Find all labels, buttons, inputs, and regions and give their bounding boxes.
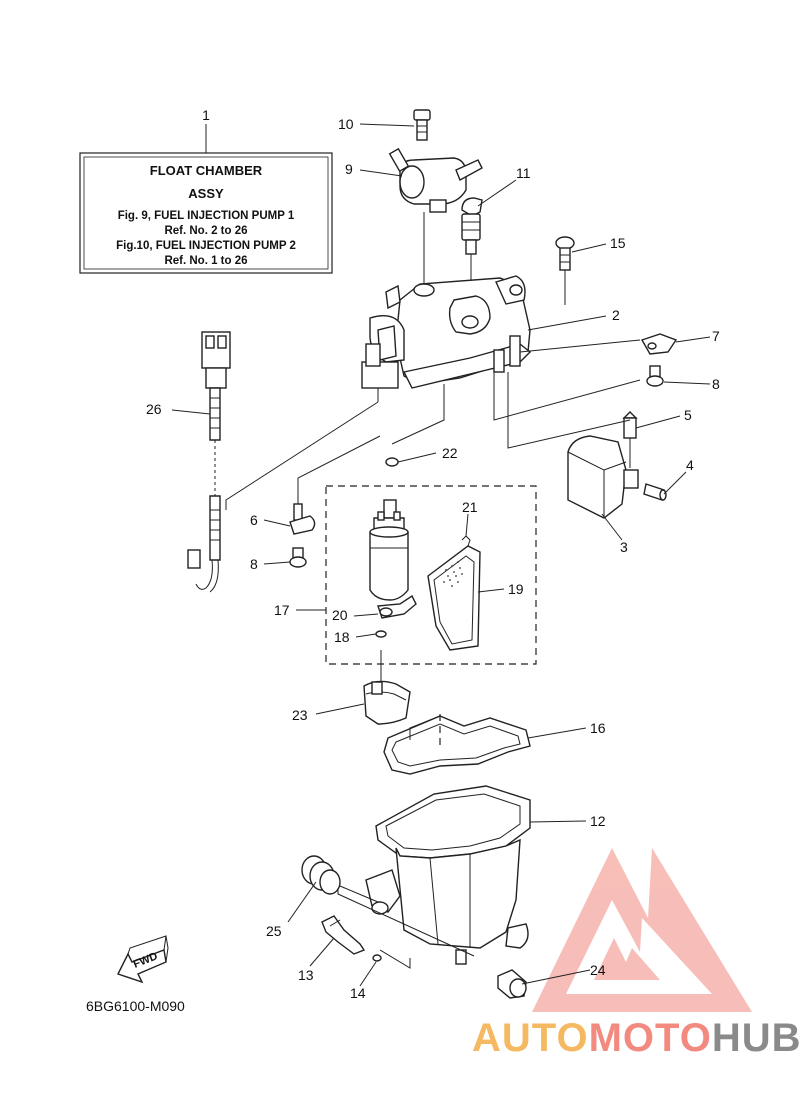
part-8-screw-upper [646,365,664,387]
part-20-clip [377,594,417,619]
diagram-code: 6BG6100-M090 [86,998,185,1014]
part-21-clip [461,535,471,547]
watermark-logo-icon [532,848,752,1012]
info-box-line-1: Fig. 9, FUEL INJECTION PUMP 1 [118,210,295,222]
part-23-holder [363,680,411,725]
info-box-line-4: Ref. No. 1 to 26 [164,255,247,267]
callout-8-lower: 8 [250,556,258,572]
leader-lines [171,123,711,987]
callout-7: 7 [712,328,720,344]
callout-4: 4 [686,457,694,473]
part-17-assembly-box [325,485,537,665]
part-18-oring [375,630,387,690]
part-24-drain-screw [497,969,527,999]
fuel-pump [369,499,409,601]
watermark-part-1: AUTO [472,1016,589,1060]
info-box: FLOAT CHAMBER ASSY Fig. 9, FUEL INJECTIO… [79,152,333,274]
callout-2: 2 [612,307,620,323]
part-11-sensor [461,197,483,322]
callout-16: 16 [590,720,606,736]
fwd-arrow-icon: FWD [117,935,169,984]
part-22-oring [385,457,399,467]
part-10-bolt [413,109,431,141]
info-box-line-3: Fig.10, FUEL INJECTION PUMP 2 [116,240,296,252]
callout-10: 10 [338,116,354,132]
part-12-chamber [365,714,531,965]
callout-19: 19 [508,581,524,597]
info-box-title-2: ASSY [188,186,224,201]
callout-21: 21 [462,499,478,515]
callout-18: 18 [334,629,350,645]
watermark-part-2: MOTO [588,1016,712,1060]
part-7-bracket [640,333,678,355]
callout-14: 14 [350,985,366,1001]
part-2-body [361,275,532,402]
part-26-harness [187,331,231,593]
callout-1: 1 [202,107,210,123]
callout-17: 17 [274,602,290,618]
watermark-text: AUTOMOTOHUB [472,1018,800,1058]
callout-23: 23 [292,707,308,723]
info-box-title-1: FLOAT CHAMBER [150,163,263,178]
part-13-valve [321,915,366,955]
part-15-screw [555,236,575,305]
callout-15: 15 [610,235,626,251]
callout-20: 20 [332,607,348,623]
callout-3: 3 [620,539,628,555]
callout-11: 11 [516,165,531,181]
assembly-lines [225,339,641,969]
part-14-oring [372,954,382,962]
part-9-regulator [388,147,483,285]
callout-8-upper: 8 [712,376,720,392]
callout-6: 6 [250,512,258,528]
callout-13: 13 [298,967,314,983]
info-box-line-2: Ref. No. 2 to 26 [164,225,247,237]
callout-22: 22 [442,445,458,461]
part-19-filter [427,545,481,651]
callout-5: 5 [684,407,692,423]
callout-25: 25 [266,923,282,939]
part-4-pin [643,483,667,501]
watermark-part-3: HUB [711,1016,800,1060]
part-8-screw-lower [289,547,307,568]
callout-24: 24 [590,962,606,978]
part-3-cover [567,435,639,519]
callout-9: 9 [345,161,353,177]
part-16-gasket [383,715,531,775]
part-6-bracket [289,503,316,535]
callout-numbers: 1 10 9 11 15 2 7 8 5 4 3 26 22 6 8 21 19… [146,107,720,1001]
callout-26: 26 [146,401,162,417]
part-25-grommet [301,855,379,903]
callout-12: 12 [590,813,606,829]
part-5-nozzle [622,411,638,468]
